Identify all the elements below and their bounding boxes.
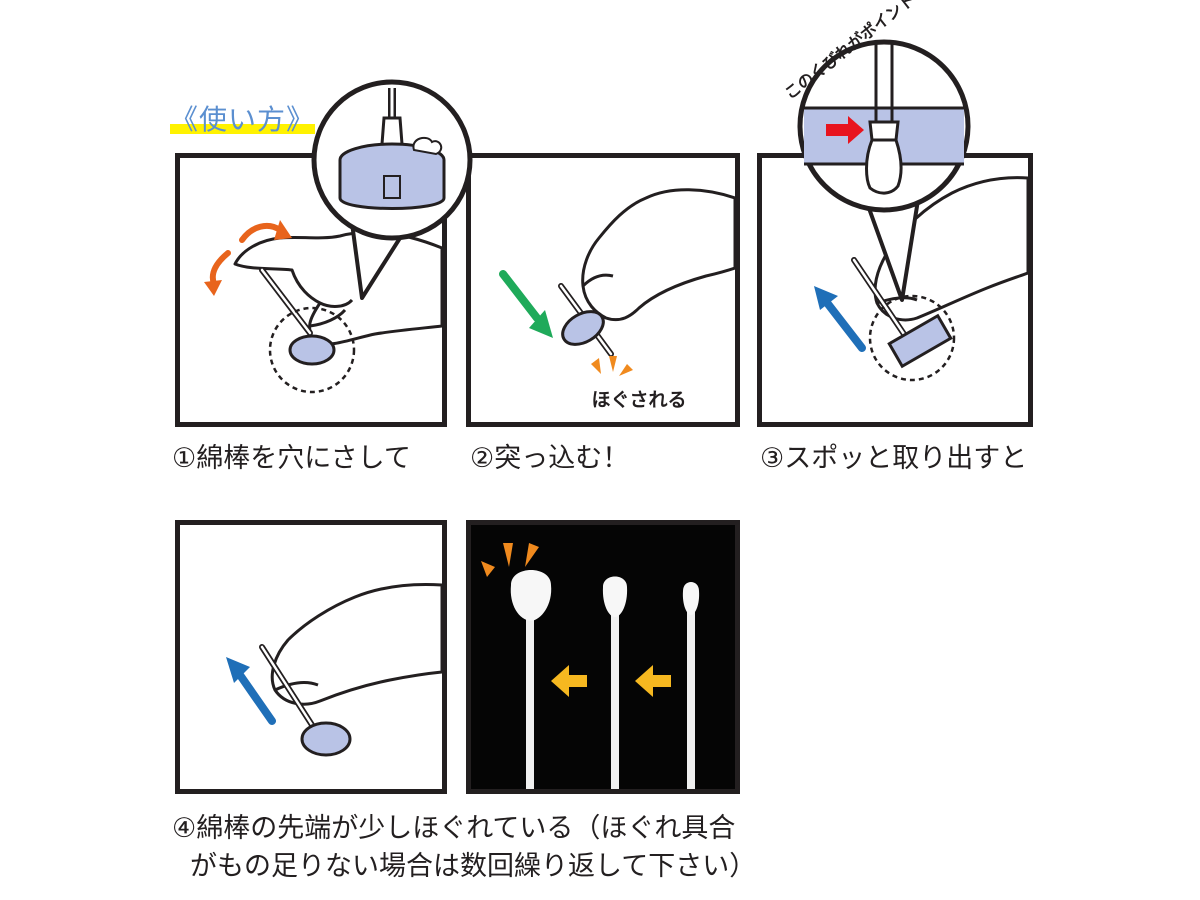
pull-arrow-icon [824, 300, 866, 352]
hand-drawing [270, 583, 442, 706]
original-swab [687, 605, 695, 789]
step-4-caption-line-1: ④綿棒の先端が少しほぐれている（ほぐれ具合 [172, 813, 736, 844]
point-callout-label: このくびれがポイント！ [781, 0, 931, 103]
hand-drawing [581, 188, 735, 322]
cap [288, 334, 336, 366]
rotate-arrow-icon [239, 222, 283, 243]
step-2-panel: ほぐされる [466, 153, 740, 427]
burst-icon [481, 543, 539, 577]
step-2-illustration: ほぐされる [499, 188, 735, 411]
step-4-caption-line-2: がもの足りない場合は数回繰り返して下さい） [190, 851, 757, 882]
dashed-focus-circle [268, 306, 356, 394]
left-arrow-icon [551, 665, 587, 697]
step-1-illustration [204, 220, 442, 394]
swab-photo [471, 525, 735, 789]
step-4-illustration [226, 583, 442, 757]
step-4-panel [175, 520, 447, 794]
swab-photo-panel [466, 520, 740, 794]
step-1-panel [175, 153, 447, 427]
step-3-panel [757, 153, 1033, 427]
usage-heading: 《使い方》 [170, 103, 316, 136]
pull-arrow-icon [236, 671, 276, 725]
cap [887, 313, 953, 369]
push-arrow-icon [499, 270, 541, 322]
burst-icon [591, 356, 633, 376]
step-3-caption: ③スポッと取り出すと [760, 443, 1028, 474]
dashed-focus-circle [868, 294, 956, 382]
step-2-caption: ②突っ込む！ [470, 443, 630, 474]
slightly-loosened-swab [611, 605, 619, 789]
left-arrow-icon [635, 665, 671, 697]
cap [561, 310, 605, 346]
step-1-caption: ①綿棒を穴にさして [172, 443, 411, 474]
loosened-label: ほぐされる [591, 389, 686, 411]
step-3-illustration [814, 176, 1028, 382]
hand-drawing [233, 230, 442, 346]
point-arrow-icon [826, 116, 864, 144]
cap [300, 721, 352, 757]
loosened-swab [526, 605, 534, 789]
